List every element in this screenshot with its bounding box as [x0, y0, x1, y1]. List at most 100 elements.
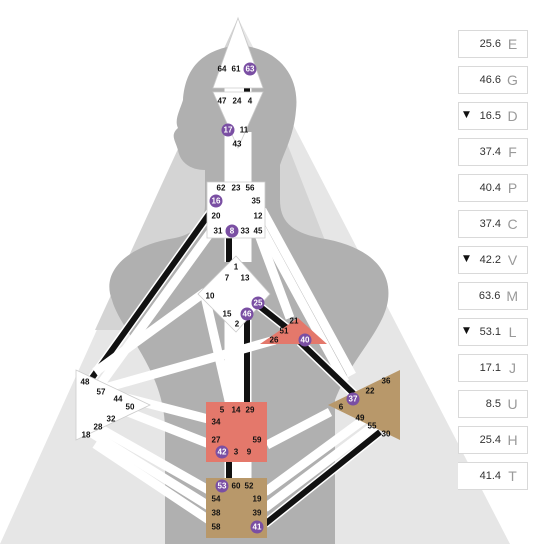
- gate-11: 11: [240, 126, 249, 135]
- gate-37: 37: [349, 395, 358, 404]
- gate-58: 58: [212, 523, 221, 532]
- panel-letter: F: [508, 144, 517, 160]
- channels-layer: [82, 88, 383, 528]
- gate-35: 35: [252, 197, 261, 206]
- gate-23: 23: [232, 184, 241, 193]
- gate-51: 51: [280, 327, 289, 336]
- down-arrow-icon: ▼: [463, 254, 470, 264]
- channel-24: [264, 408, 333, 449]
- gate-46-activation-marker: [240, 307, 254, 321]
- gate-20: 20: [212, 212, 221, 221]
- gate-22: 22: [366, 387, 375, 396]
- panel-value: 41.4: [479, 470, 501, 482]
- panel-letter: V: [507, 252, 518, 268]
- gate-3: 3: [234, 448, 239, 457]
- down-arrow-icon: ▼: [463, 326, 470, 336]
- panel-value: 25.4: [479, 434, 501, 446]
- panel-value: 37.4: [479, 218, 501, 230]
- gate-33: 33: [241, 227, 250, 236]
- panel-value: 8.5: [485, 398, 501, 410]
- gate-50: 50: [126, 403, 135, 412]
- gate-25-activation-marker: [251, 296, 265, 310]
- channel-12: [254, 219, 349, 385]
- channel-11: [258, 207, 356, 378]
- gate-21: 21: [290, 317, 299, 326]
- gate-29: 29: [246, 406, 255, 415]
- gate-7: 7: [225, 274, 230, 283]
- panel-letter: H: [507, 432, 518, 448]
- gate-8-activation-marker: [225, 224, 239, 238]
- channel-19: [200, 294, 235, 407]
- gate-38: 38: [212, 509, 221, 518]
- panel-letter: D: [507, 108, 518, 124]
- gate-19: 19: [253, 495, 262, 504]
- gate-44: 44: [114, 395, 123, 404]
- center-ajna: [212, 91, 264, 149]
- gate-39: 39: [253, 509, 262, 518]
- gate-17-activation-marker: [221, 123, 235, 137]
- gate-24: 24: [233, 97, 242, 106]
- center-root: [206, 478, 267, 538]
- gate-14: 14: [232, 406, 241, 415]
- gate-56: 56: [246, 184, 255, 193]
- channel-13: [253, 230, 295, 320]
- gate-6: 6: [339, 403, 344, 412]
- gate-16: 16: [212, 197, 221, 206]
- panel-value: 53.1: [479, 326, 501, 338]
- panel-letter: P: [507, 180, 518, 196]
- panel-value: 25.6: [479, 38, 501, 50]
- panel-row-v: ▼ 42.2 V: [458, 246, 528, 274]
- panel-value: 17.1: [479, 362, 501, 374]
- gate-41-activation-marker: [250, 520, 264, 534]
- gate-53: 53: [218, 482, 227, 491]
- center-throat: [206, 181, 266, 239]
- gate-63: 63: [246, 65, 255, 74]
- gate-48: 48: [81, 378, 90, 387]
- gate-59: 59: [253, 436, 262, 445]
- channel-active-33: [263, 429, 382, 527]
- panel-letter: J: [509, 360, 516, 376]
- gate-42-activation-marker: [215, 445, 229, 459]
- panel-row-e: 25.6 E: [458, 30, 528, 58]
- gate-8: 8: [230, 227, 235, 236]
- channel-active-20: [297, 339, 358, 398]
- gate-57: 57: [97, 388, 106, 397]
- panel-row-l: ▼ 53.1 L: [458, 318, 528, 346]
- gate-37-activation-marker: [346, 392, 360, 406]
- channel-28: [82, 416, 215, 496]
- channel-29: [87, 428, 215, 512]
- gate-32: 32: [107, 415, 116, 424]
- panel-letter: L: [508, 324, 517, 340]
- panel-value: 42.2: [479, 254, 501, 266]
- gate-42: 42: [218, 448, 227, 457]
- panel-letter: M: [506, 288, 518, 304]
- channel-18: [92, 288, 208, 376]
- panel-letter: E: [507, 36, 518, 52]
- channel-30: [92, 440, 215, 526]
- gate-47: 47: [218, 97, 227, 106]
- channel-23: [103, 335, 277, 393]
- panel-letter: G: [507, 72, 518, 88]
- gate-40-activation-marker: [298, 333, 312, 347]
- gate-55: 55: [368, 422, 377, 431]
- panel-letter: U: [507, 396, 518, 412]
- gate-31: 31: [214, 227, 223, 236]
- panel-value: 46.6: [479, 74, 501, 86]
- gate-4: 4: [248, 97, 253, 106]
- down-arrow-icon: ▼: [463, 110, 470, 120]
- gate-62: 62: [217, 184, 226, 193]
- gate-17: 17: [224, 126, 233, 135]
- panel-value: 40.4: [479, 182, 501, 194]
- gate-40: 40: [301, 336, 310, 345]
- gate-15: 15: [223, 310, 232, 319]
- panel-row-j: 17.1 J: [458, 354, 528, 382]
- gate-49: 49: [356, 414, 365, 423]
- gate-52: 52: [245, 482, 254, 491]
- panel-row-p: 40.4 P: [458, 174, 528, 202]
